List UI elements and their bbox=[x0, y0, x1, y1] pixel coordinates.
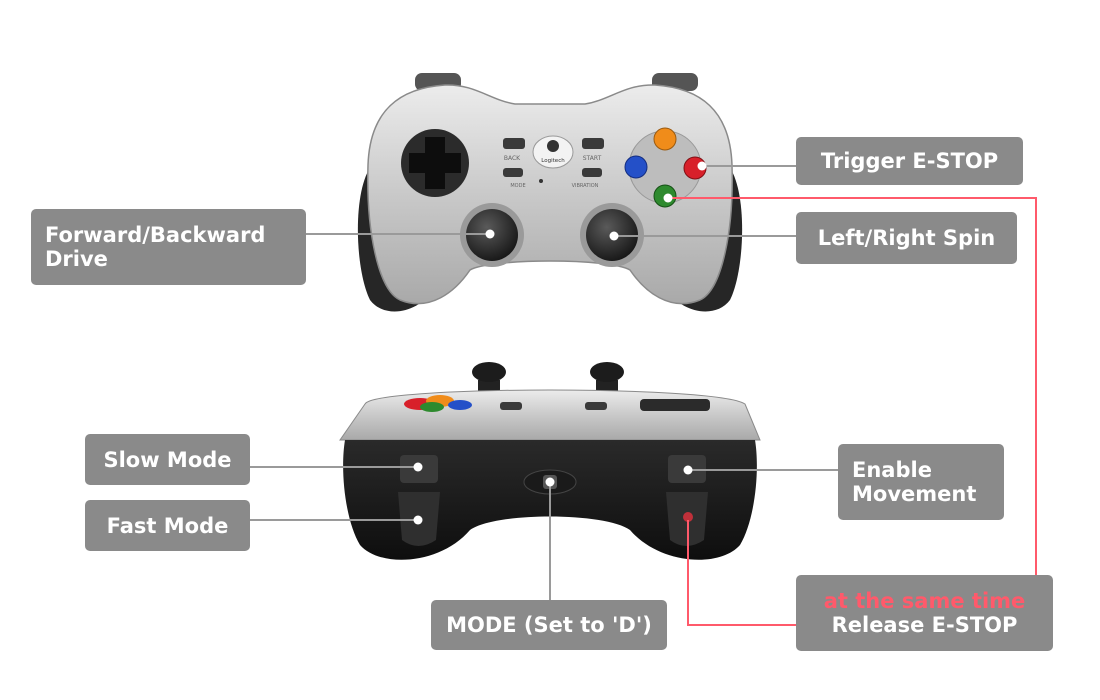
right-stick-top[interactable] bbox=[590, 362, 624, 382]
dot-left-stick bbox=[485, 229, 495, 239]
orange-button[interactable] bbox=[653, 127, 677, 151]
front-blue-button[interactable] bbox=[448, 400, 472, 410]
leader-dots bbox=[413, 161, 707, 525]
label-same-time-text: at the same time bbox=[823, 589, 1026, 613]
label-slow-mode-text: Slow Mode bbox=[103, 447, 232, 472]
vibration-text: VIBRATION bbox=[572, 183, 599, 189]
dot-right-stick bbox=[609, 231, 619, 241]
mode-button-top[interactable] bbox=[503, 168, 523, 177]
blue-button[interactable] bbox=[624, 155, 648, 179]
dot-green-button bbox=[663, 193, 673, 203]
dot-fast-mode bbox=[413, 515, 423, 525]
controller-top-view: BACK START Logitech MODE VIBRATION bbox=[357, 73, 743, 312]
label-enable-line2: Movement bbox=[852, 482, 977, 506]
back-text: BACK bbox=[504, 155, 521, 162]
front-back-button bbox=[500, 402, 522, 410]
dot-enable-movement bbox=[683, 465, 693, 475]
label-mode-switch: MODE (Set to 'D') bbox=[431, 600, 667, 650]
front-dpad bbox=[640, 399, 710, 411]
label-enable-movement: Enable Movement bbox=[838, 444, 1004, 520]
mode-led-icon bbox=[539, 179, 543, 183]
label-left-right-spin: Left/Right Spin bbox=[796, 212, 1017, 264]
release-line-trigger bbox=[687, 520, 796, 626]
label-release-estop: at the same time Release E-STOP bbox=[796, 575, 1053, 651]
label-mode-text: MODE (Set to 'D') bbox=[446, 613, 652, 637]
right-trigger-marker-icon bbox=[683, 512, 693, 522]
label-forward-backward-line2: Drive bbox=[45, 247, 108, 271]
back-button[interactable] bbox=[503, 138, 525, 149]
dot-slow-mode bbox=[413, 462, 423, 472]
mode-text: MODE bbox=[510, 183, 525, 189]
dot-mode-switch bbox=[545, 477, 555, 487]
label-trigger-estop-text: Trigger E-STOP bbox=[820, 149, 999, 173]
start-button[interactable] bbox=[582, 138, 604, 149]
vibration-button[interactable] bbox=[582, 168, 602, 177]
logitech-logo-icon bbox=[547, 140, 559, 152]
label-forward-backward-drive: Forward/Backward Drive bbox=[31, 209, 306, 285]
label-fast-mode: Fast Mode bbox=[85, 500, 250, 551]
logo-text: Logitech bbox=[541, 158, 565, 164]
front-start-button bbox=[585, 402, 607, 410]
front-top-plate bbox=[339, 389, 761, 441]
label-enable-line1: Enable bbox=[852, 458, 932, 482]
label-slow-mode: Slow Mode bbox=[85, 434, 250, 485]
start-text: START bbox=[583, 155, 602, 162]
label-fast-mode-text: Fast Mode bbox=[106, 513, 229, 538]
label-left-right-spin-text: Left/Right Spin bbox=[817, 226, 996, 250]
dpad[interactable] bbox=[409, 137, 461, 189]
front-green-button[interactable] bbox=[420, 402, 444, 412]
label-trigger-estop: Trigger E-STOP bbox=[796, 137, 1023, 185]
release-line-green-button bbox=[668, 197, 1037, 575]
label-forward-backward-line1: Forward/Backward bbox=[45, 223, 266, 247]
left-stick-top[interactable] bbox=[472, 362, 506, 382]
leader-lines bbox=[250, 165, 1037, 626]
label-release-estop-text: Release E-STOP bbox=[831, 613, 1018, 637]
dot-trigger-estop bbox=[697, 161, 707, 171]
